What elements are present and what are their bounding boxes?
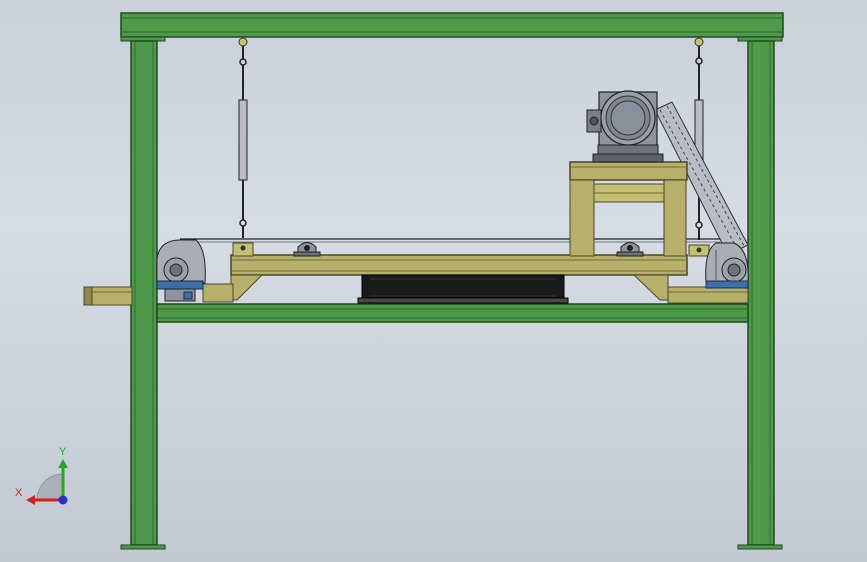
left-shaft xyxy=(83,286,133,306)
x-axis-label: X xyxy=(15,487,23,499)
lower-beam xyxy=(156,303,749,323)
right-column xyxy=(737,36,783,550)
hanger-rod-right xyxy=(694,37,704,240)
hanger-rod-left xyxy=(238,37,248,238)
drive-chain xyxy=(654,101,749,256)
y-axis-label: Y xyxy=(59,446,67,458)
top-beam xyxy=(120,12,784,38)
left-pulley xyxy=(156,239,206,302)
right-pulley xyxy=(705,242,749,289)
magnet-block xyxy=(357,274,569,304)
drive-motor xyxy=(586,90,664,163)
belt-frame xyxy=(180,238,749,304)
motor-stand xyxy=(569,161,688,257)
coordinate-triad: Y X xyxy=(15,446,68,505)
